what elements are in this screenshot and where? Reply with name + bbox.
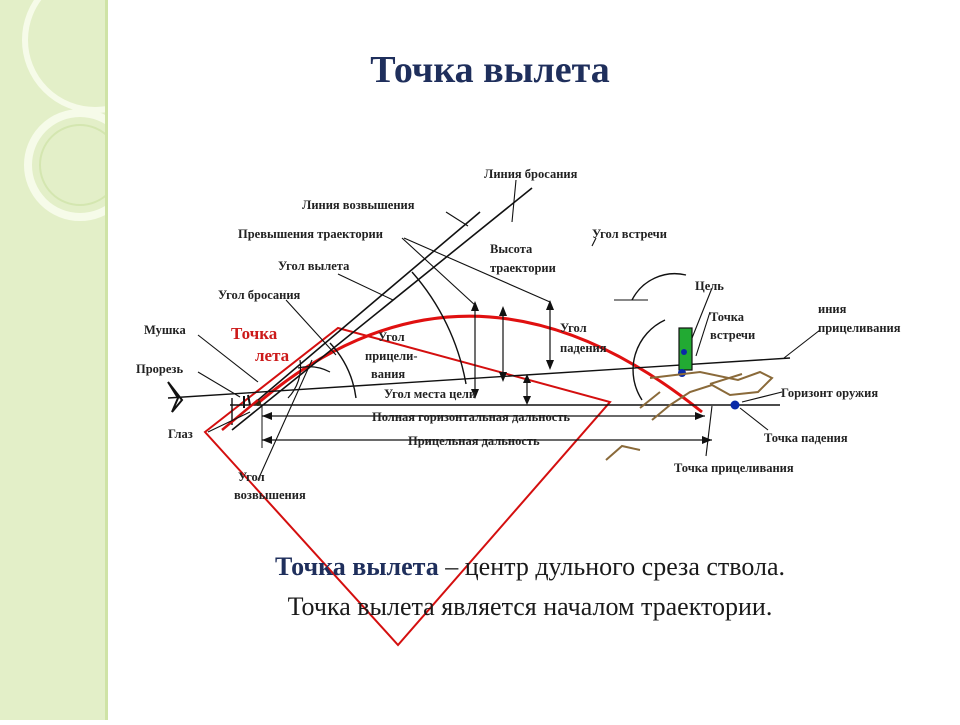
label-fall-point: Точка падения [764,431,848,445]
angle-arc-departure [411,271,467,385]
label-elevation-line: Линия возвышения [302,198,415,212]
elevation-line [231,211,481,423]
rear-sight-icon [243,394,251,408]
caption-line-2: Точка вылета является началом траектории… [287,592,773,621]
label-sighting-line-1: иния [818,302,847,316]
slide-title: Точка вылета [370,49,610,91]
label-trajectory-height-1: Высота [490,242,533,256]
caption-definition: – центр дульного среза ствола. [438,552,786,581]
fall-point-dot [730,400,740,410]
label-throw-line: Линия бросания [484,167,578,181]
callout-frame [203,326,612,647]
label-sighting-angle-1: Угол [378,330,405,344]
angle-arc-fall [632,319,666,401]
label-target: Цель [695,279,724,293]
label-throw-angle: Угол бросания [218,288,301,302]
throw-line [231,187,533,431]
caption-term: Точка вылета [274,552,439,581]
label-target-position-angle: Угол места цели [384,387,476,401]
label-departure-angle: Угол вылета [278,259,350,273]
eye-icon [167,381,184,413]
label-aiming-range: Прицельная дальность [408,434,540,448]
label-departure-point-red-2: лета [255,346,290,365]
decorative-side-panel [0,0,168,720]
angle-arc-elevation [329,342,357,399]
label-meeting-point-2: встречи [710,328,755,342]
label-departure-point-red-1: Точка [231,324,278,343]
side-divider [105,0,108,720]
label-elevation-angle-1: Угол [238,470,265,484]
ground-sketch [649,370,774,421]
label-rear-sight: Прорезь [136,362,183,376]
label-aiming-point: Точка прицеливания [674,461,794,475]
label-fall-angle-1: Угол [560,321,587,335]
label-trajectory-height-2: траектории [490,261,556,275]
label-eye: Глаз [168,427,193,441]
label-meeting-point-1: Точка [710,310,745,324]
trajectory-curve [257,314,703,414]
label-elevation-angle-2: возвышения [234,488,306,502]
label-meeting-angle: Угол встречи [592,227,667,241]
label-front-sight: Мушка [144,323,186,337]
label-trajectory-excess: Превышения траектории [238,227,383,241]
label-sighting-angle-2: прицели- [365,349,417,363]
angle-arc-meeting [631,272,687,301]
label-full-horizontal-range: Полная горизонтальная дальность [372,410,570,424]
caption-line-1: Точка вылета – центр дульного среза ство… [140,552,920,582]
label-sighting-line-2: прицеливания [818,321,901,335]
target-icon [678,327,693,371]
label-sighting-angle-3: вания [371,367,405,381]
label-fall-angle-2: падения [560,341,607,355]
label-weapon-horizon: Горизонт оружия [781,386,878,400]
